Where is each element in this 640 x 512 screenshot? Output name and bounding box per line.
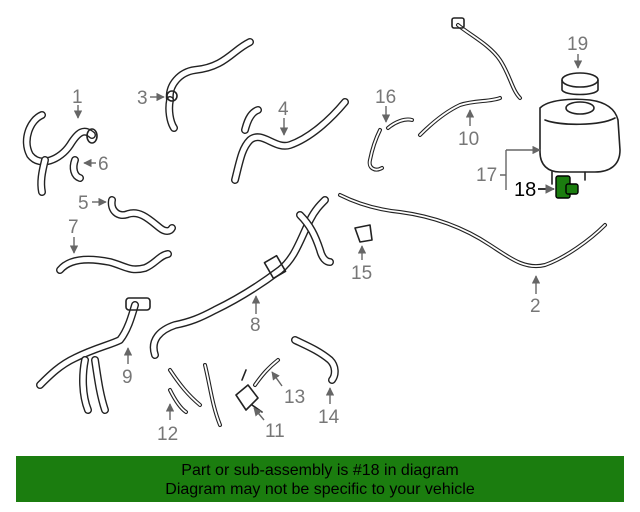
part-15-clip[interactable]	[354, 224, 373, 243]
part-3-hose[interactable]	[165, 38, 254, 132]
parts-diagram: 1 3 4 6 5 7 8 9 10 16 15 2 12 11 13 14 1…	[22, 17, 621, 445]
part-6-fitting[interactable]	[69, 156, 84, 182]
svg-text:5: 5	[78, 193, 89, 214]
svg-text:2: 2	[530, 296, 541, 317]
callout-13: 13	[271, 371, 305, 408]
banner-line-2: Diagram may not be specific to your vehi…	[165, 481, 475, 498]
svg-text:7: 7	[68, 217, 79, 238]
svg-text:6: 6	[98, 154, 109, 175]
svg-text:10: 10	[458, 129, 479, 150]
callout-3: 3	[137, 88, 165, 109]
svg-text:12: 12	[157, 424, 178, 445]
callout-4: 4	[278, 99, 289, 136]
part-4-hose[interactable]	[231, 98, 349, 184]
svg-text:16: 16	[375, 87, 396, 108]
callout-7: 7	[68, 217, 79, 254]
callout-19: 19	[567, 34, 588, 69]
callout-18: 18	[514, 179, 555, 201]
part-8-pipe[interactable]	[149, 196, 334, 359]
callout-1: 1	[72, 87, 83, 119]
callout-8: 8	[250, 295, 261, 336]
svg-text:3: 3	[137, 88, 148, 109]
part-5-hose[interactable]	[107, 196, 176, 235]
part-2-pipe[interactable]	[338, 193, 607, 269]
part-11-valve[interactable]	[235, 369, 263, 413]
info-banner: Part or sub-assembly is #18 in diagram D…	[16, 456, 624, 502]
svg-text:19: 19	[567, 34, 588, 55]
callout-16: 16	[375, 87, 396, 123]
callout-17: 17	[476, 150, 540, 190]
svg-text:8: 8	[250, 315, 261, 336]
svg-text:13: 13	[284, 387, 305, 408]
callout-15: 15	[351, 245, 372, 284]
svg-text:4: 4	[278, 99, 289, 120]
callout-12: 12	[157, 403, 178, 445]
part-1-hose[interactable]	[22, 111, 98, 196]
svg-text:11: 11	[265, 421, 285, 442]
part-19-cap[interactable]	[561, 72, 599, 96]
callout-6: 6	[83, 154, 109, 175]
part-17-expansion-tank[interactable]	[539, 98, 621, 185]
callout-2: 2	[530, 275, 541, 317]
part-9-hose[interactable]	[36, 297, 151, 414]
banner-line-1: Part or sub-assembly is #18 in diagram	[181, 462, 459, 479]
callout-10: 10	[458, 109, 479, 150]
callout-14: 14	[318, 387, 340, 428]
part-12-line[interactable]	[168, 363, 222, 427]
callout-5: 5	[78, 193, 107, 214]
svg-text:1: 1	[72, 87, 83, 108]
svg-text:14: 14	[318, 407, 340, 428]
svg-text:9: 9	[122, 367, 133, 388]
part-7-hose[interactable]	[56, 250, 172, 274]
part-10-line[interactable]	[418, 17, 522, 137]
part-18-highlighted-sensor[interactable]	[555, 175, 579, 199]
part-14-hose[interactable]	[291, 336, 339, 384]
svg-text:15: 15	[351, 263, 372, 284]
callout-11: 11	[253, 407, 285, 442]
callout-9: 9	[122, 347, 133, 388]
part-16-sensor-line[interactable]	[367, 117, 414, 172]
svg-text:18: 18	[514, 179, 536, 201]
part-13-fitting[interactable]	[253, 358, 280, 387]
svg-text:17: 17	[476, 165, 497, 186]
